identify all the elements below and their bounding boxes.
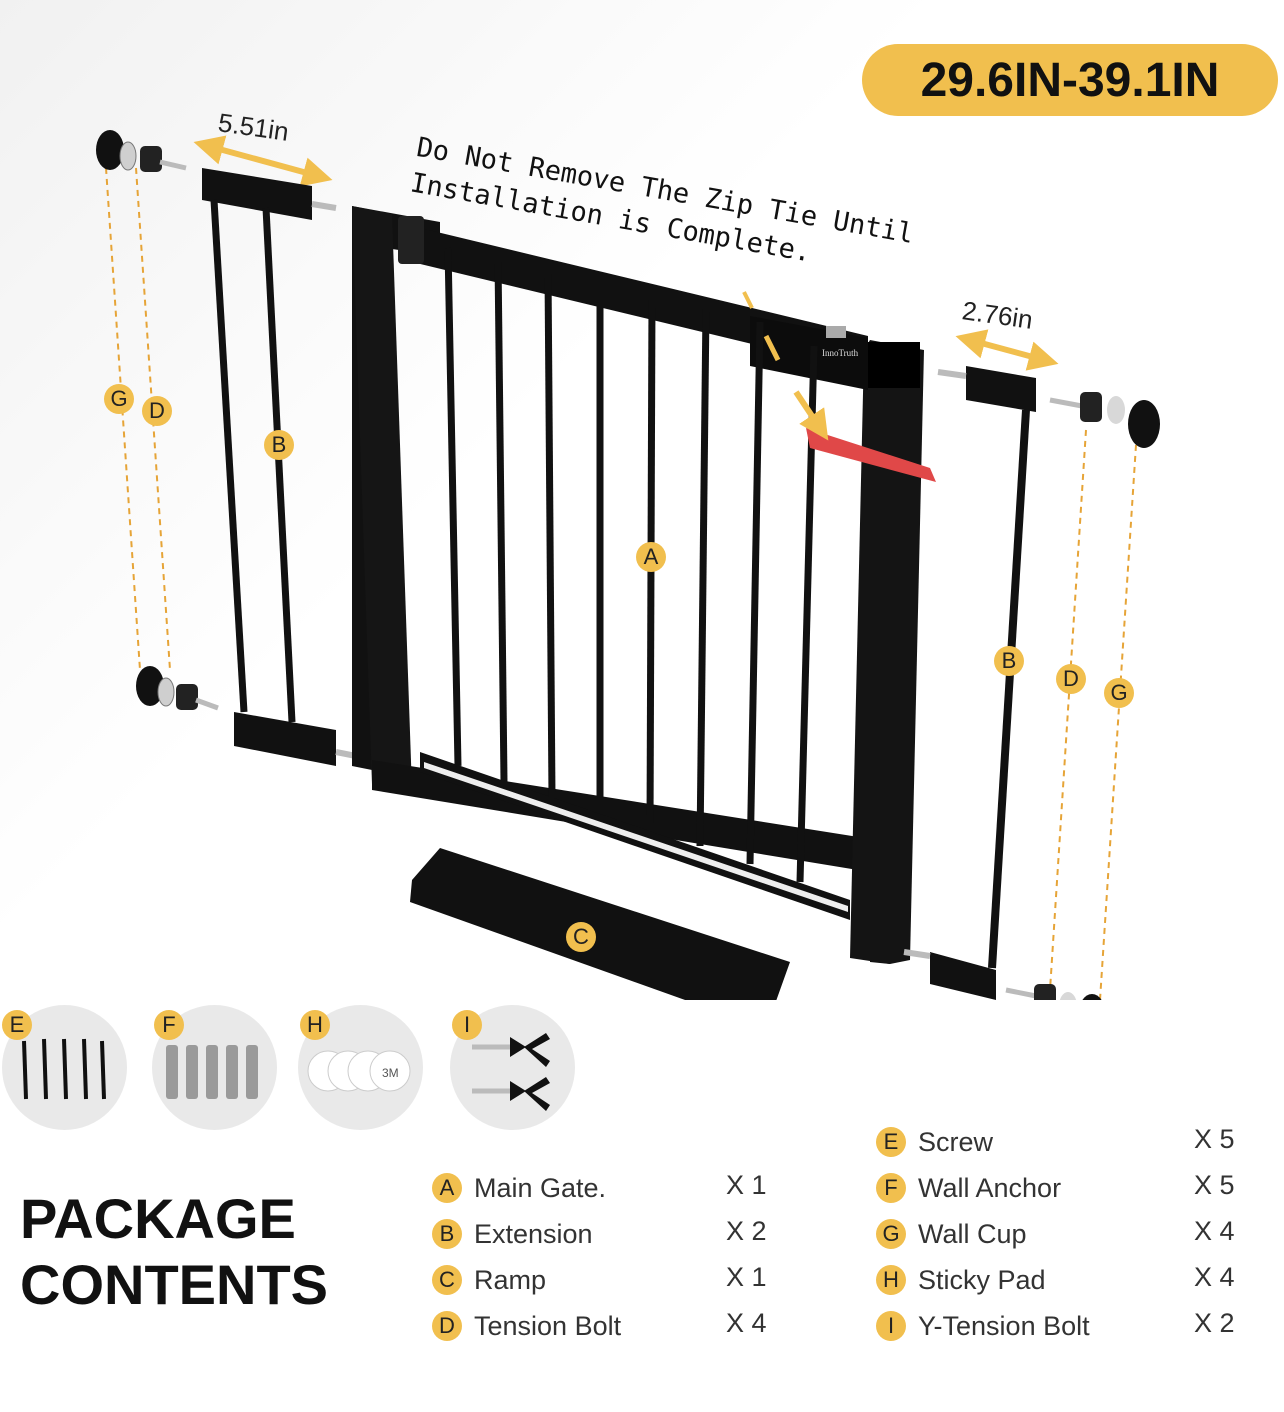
right-dimension-arrow — [955, 329, 1059, 371]
ramp — [410, 848, 790, 1000]
package-title-line2: CONTENTS — [20, 1253, 328, 1316]
sticky-pad-icon: 3M — [307, 1050, 411, 1092]
label-extension-right: B — [994, 646, 1024, 676]
label-ramp: C — [566, 922, 596, 952]
accessory-label-f: F — [154, 1010, 184, 1040]
list-item-name: Wall Anchor — [918, 1172, 1062, 1203]
list-item: E Screw — [876, 1122, 993, 1162]
list-item-letter: B — [432, 1219, 462, 1249]
list-item-letter: F — [876, 1173, 906, 1203]
list-item-name: Y-Tension Bolt — [918, 1310, 1090, 1341]
list-item: G Wall Cup — [876, 1214, 1027, 1254]
list-item: I Y-Tension Bolt — [876, 1306, 1090, 1346]
accessory-label-i: I — [452, 1010, 482, 1040]
left-extension — [202, 168, 357, 766]
accessory-label-e: E — [2, 1010, 32, 1040]
list-item: B Extension — [432, 1214, 593, 1254]
accessory-label-h: H — [300, 1010, 330, 1040]
list-item-letter: H — [876, 1265, 906, 1295]
zip-tie — [806, 428, 936, 482]
right-extension — [903, 366, 1036, 1000]
list-item-letter: A — [432, 1173, 462, 1203]
list-item: A Main Gate. — [432, 1168, 606, 1208]
wall-anchor-icon — [166, 1045, 258, 1099]
label-tension-bolt-left: D — [142, 396, 172, 426]
list-item-qty: X 4 — [1194, 1262, 1235, 1292]
list-item-qty: X 1 — [726, 1170, 767, 1200]
sticky-pad-brand: 3M — [382, 1066, 399, 1080]
brand-logo: InnoTruth — [822, 348, 859, 358]
list-item-name: Sticky Pad — [918, 1264, 1046, 1295]
list-item-qty: X 4 — [726, 1308, 767, 1338]
gate-diagram: InnoTruth — [96, 130, 1160, 1000]
screw-icon — [22, 1038, 106, 1100]
right-hardware — [1005, 392, 1160, 1000]
list-item-letter: G — [876, 1219, 906, 1249]
package-title-line1: PACKAGE — [20, 1187, 296, 1250]
label-extension-left: B — [264, 430, 294, 460]
label-wall-cup-right: G — [1104, 678, 1134, 708]
left-hardware — [96, 130, 219, 711]
package-contents-title: PACKAGE CONTENTS — [20, 1186, 328, 1318]
list-item-name: Ramp — [474, 1264, 547, 1295]
dashed-guides — [105, 167, 1137, 1000]
list-item-name: Tension Bolt — [474, 1310, 622, 1341]
list-item-letter: I — [876, 1311, 906, 1341]
list-item-qty: X 1 — [726, 1262, 767, 1292]
y-bolt-icon — [472, 1033, 550, 1111]
list-item-qty: X 2 — [726, 1216, 767, 1246]
list-item-qty: X 5 — [1194, 1170, 1235, 1200]
left-dimension-arrow — [193, 135, 333, 187]
list-item-qty: X 5 — [1194, 1124, 1235, 1154]
list-item-name: Main Gate. — [474, 1172, 607, 1203]
label-main-gate: A — [636, 542, 666, 572]
list-item: H Sticky Pad — [876, 1260, 1046, 1300]
list-item: C Ramp — [432, 1260, 546, 1300]
list-item-qty: X 4 — [1194, 1216, 1235, 1246]
list-item: F Wall Anchor — [876, 1168, 1061, 1208]
list-item-letter: D — [432, 1311, 462, 1341]
list-item: D Tension Bolt — [432, 1306, 621, 1346]
main-gate: InnoTruth — [352, 206, 936, 964]
size-range-badge: 29.6IN-39.1IN — [862, 44, 1278, 116]
list-item-name: Screw — [918, 1126, 994, 1157]
label-tension-bolt-right: D — [1056, 664, 1086, 694]
list-item-name: Wall Cup — [918, 1218, 1027, 1249]
list-item-qty: X 2 — [1194, 1308, 1235, 1338]
list-item-letter: C — [432, 1265, 462, 1295]
list-item-name: Extension — [474, 1218, 593, 1249]
list-item-letter: E — [876, 1127, 906, 1157]
label-wall-cup-left: G — [104, 384, 134, 414]
